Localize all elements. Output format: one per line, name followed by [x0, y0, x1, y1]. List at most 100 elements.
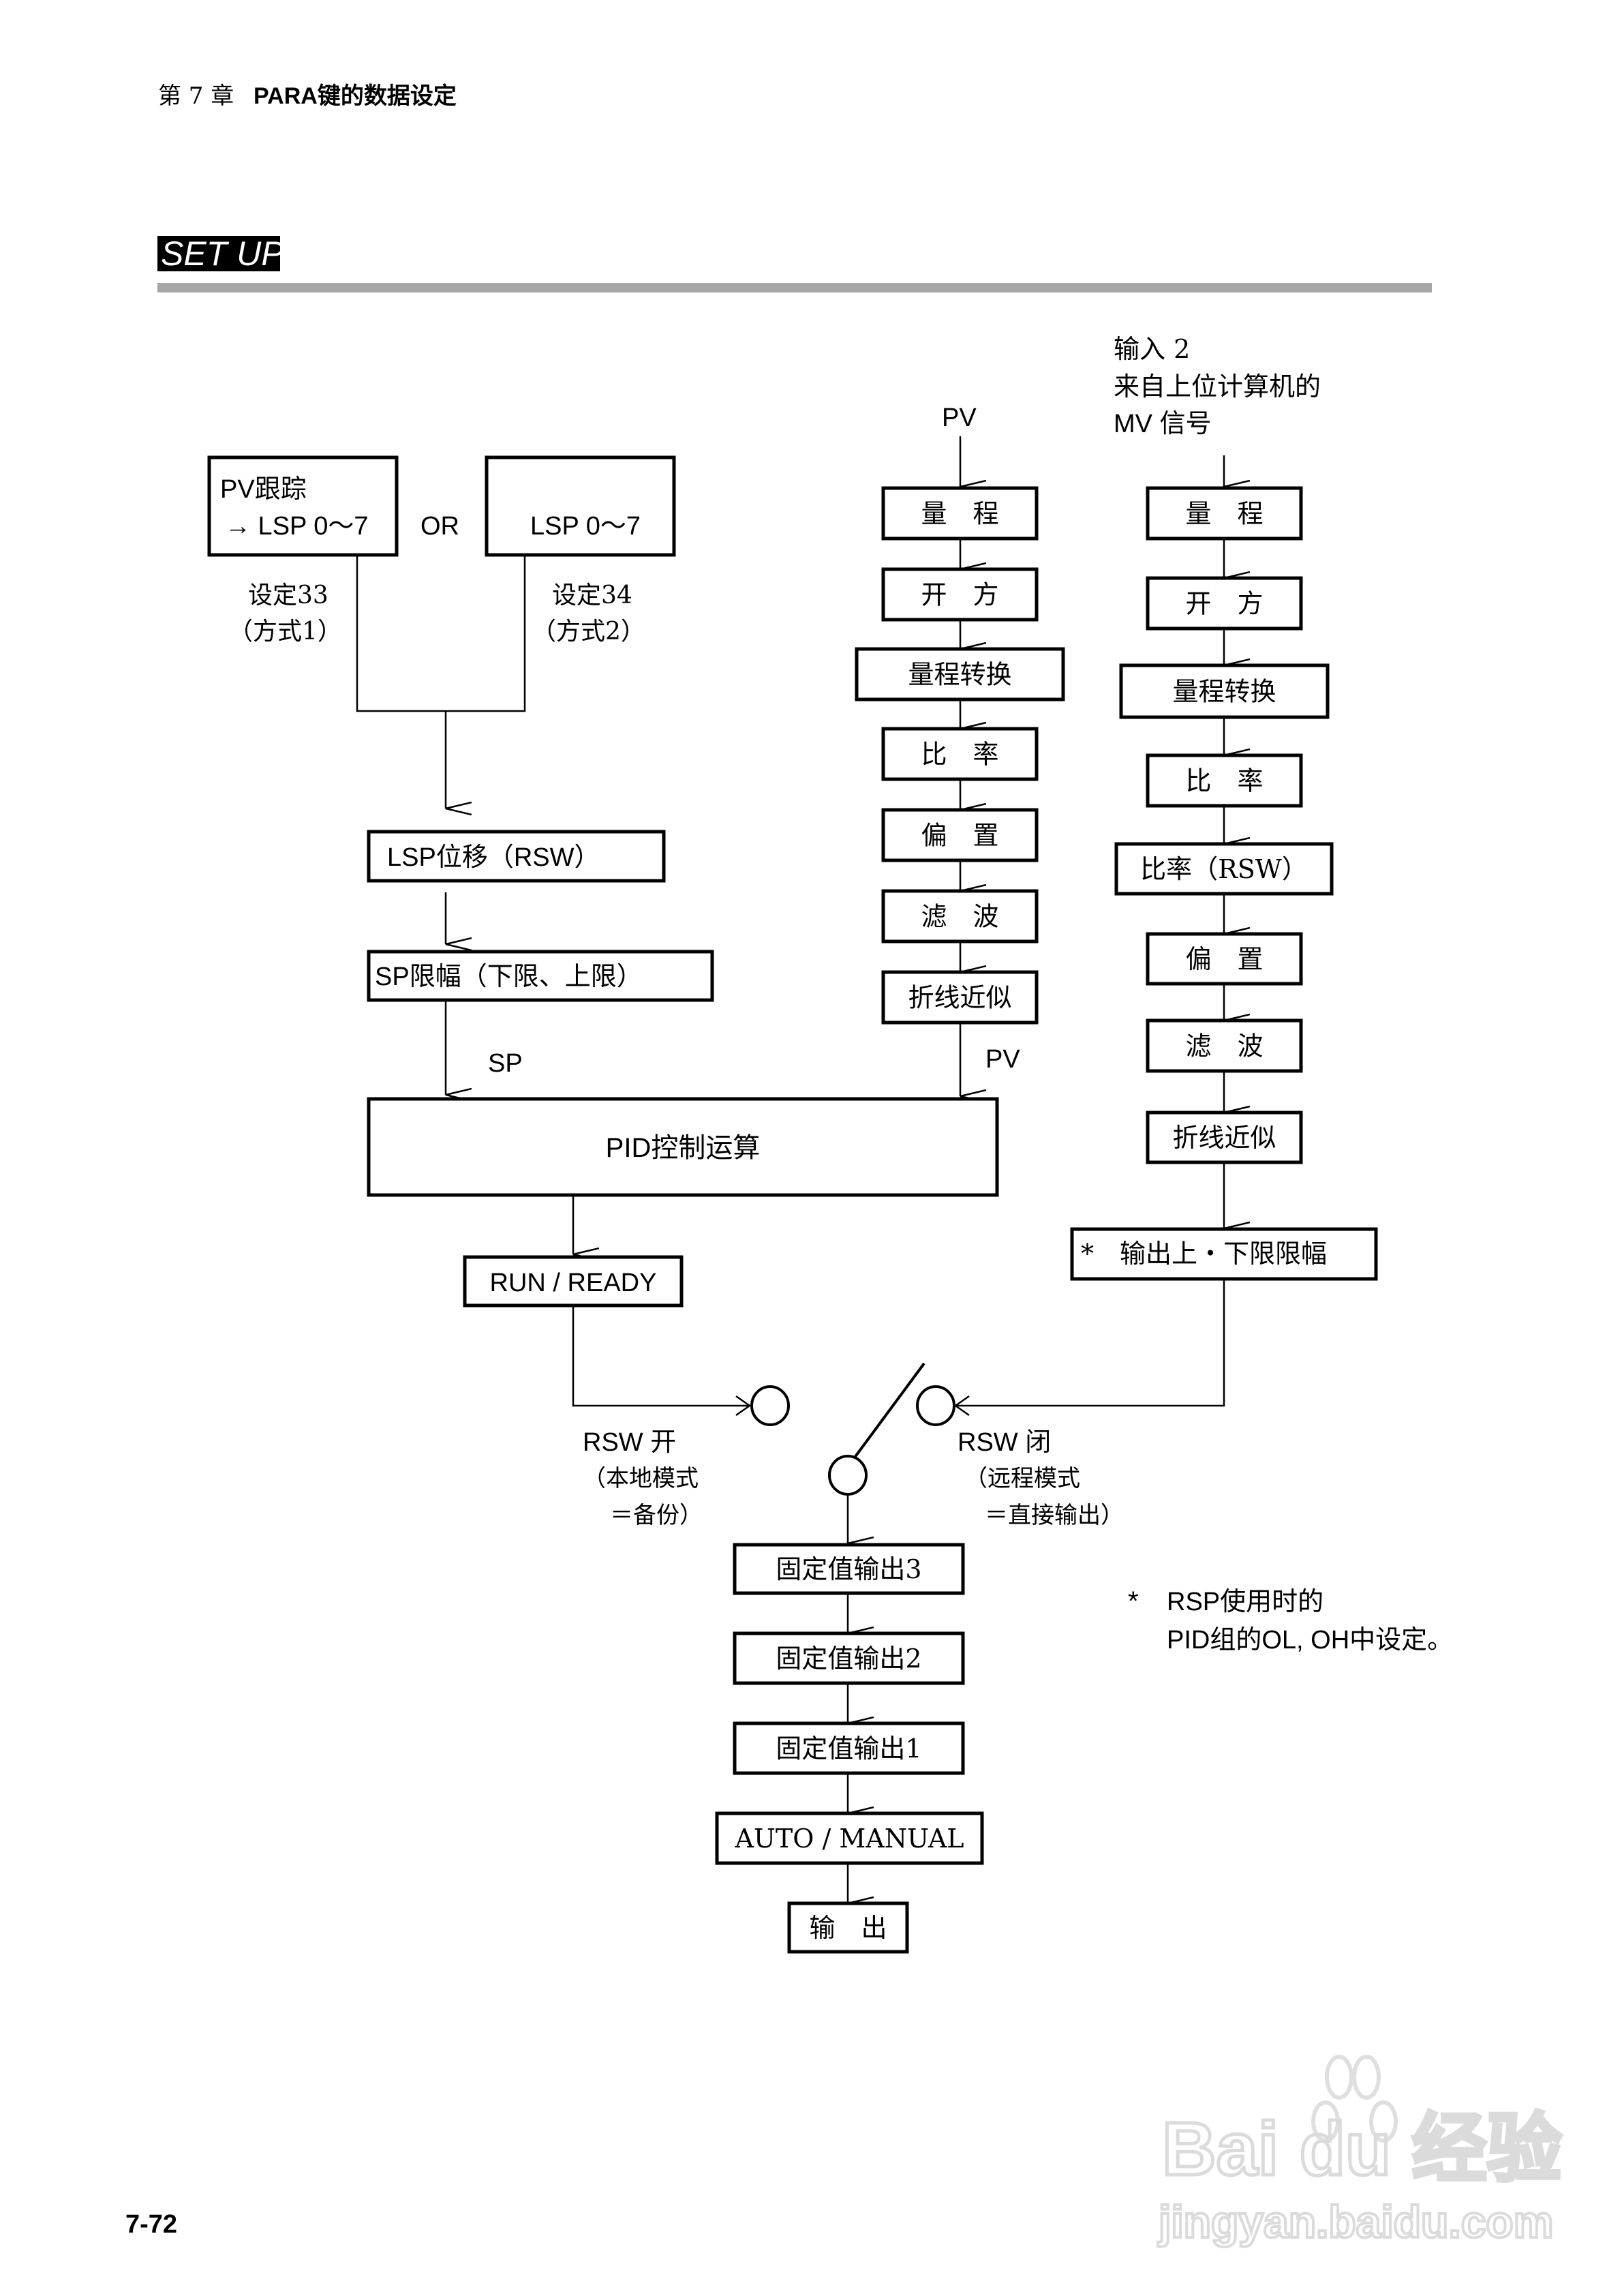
rsw-open-note-line2: ＝备份）	[610, 1502, 703, 1529]
output-step-label: AUTO / MANUAL	[734, 1824, 964, 1854]
output-step-box	[733, 1543, 965, 1595]
chapter-number: 第 7 章	[158, 82, 234, 110]
pv-step-box	[881, 970, 1039, 1025]
mv-step-label: 滤 波	[1185, 1031, 1263, 1061]
mv-step-label: 比率（RSW）	[1140, 854, 1308, 884]
output-step-box	[787, 1901, 909, 1954]
box-run-ready-label: RUN / READY	[490, 1269, 657, 1297]
rsw-open-note-line1: （本地模式	[583, 1465, 699, 1492]
mv-step-box	[1146, 753, 1303, 808]
setting-33-mode: （方式1）	[228, 618, 342, 646]
pv-input-label: PV	[942, 404, 977, 432]
pv-step-label: 量 程	[921, 499, 998, 529]
output-step-label: 固定值输出2	[776, 1644, 921, 1674]
watermark-brand: Bai du 经验	[1162, 2107, 1562, 2191]
mv-step-label: 量程转换	[1172, 677, 1276, 707]
pv-step-box	[855, 647, 1065, 701]
output-step-label: 固定值输出3	[776, 1554, 921, 1584]
connector-mv-to-switch	[955, 1279, 1225, 1407]
box-pid-control-label: PID控制运算	[606, 1133, 761, 1163]
pv-signal-label: PV	[985, 1045, 1020, 1074]
switch-contact-local	[750, 1385, 790, 1426]
rsw-open-label: RSW 开	[583, 1428, 676, 1457]
mv-step-box	[1146, 1111, 1303, 1164]
or-label: OR	[420, 512, 459, 541]
mv-step-box	[1146, 932, 1303, 986]
box-pv-tracking	[207, 455, 399, 557]
box-sp-limit	[367, 950, 714, 1002]
output-step-box	[733, 1721, 965, 1775]
box-lsp-label: LSP 0～7	[530, 512, 641, 541]
pv-step-label: 偏 置	[921, 821, 998, 851]
mv-step-label: 偏 置	[1185, 944, 1263, 974]
box-pv-tracking-line2: → LSP 0～7	[225, 512, 369, 541]
footnote-marker: *	[1128, 1586, 1139, 1616]
footnote-line1: RSP使用时的	[1167, 1588, 1323, 1616]
paw-icon	[1311, 2055, 1398, 2143]
box-pv-tracking-line1: PV跟踪	[220, 475, 307, 504]
section-divider	[157, 283, 1432, 292]
mv-input-line2: 来自上位计算机的	[1114, 372, 1321, 402]
section-label-bg	[157, 236, 280, 271]
pid-section: PID控制运算 RUN / READY	[367, 1097, 999, 1417]
sp-branch: PV跟踪 → LSP 0～7 OR LSP 0～7 设定33 （方式1） 设定3…	[207, 455, 714, 1095]
box-output-limit-label: * 输出上・下限限幅	[1081, 1239, 1327, 1269]
mv-step-box	[1114, 842, 1334, 896]
pv-step-label: 滤 波	[921, 902, 998, 932]
output-step-box	[715, 1811, 984, 1865]
section-label: SET UP	[161, 235, 284, 273]
baidu-watermark: Bai du 经验 jingyan.baidu.com	[1156, 2055, 1563, 2248]
arrowhead-pid-to-switch	[735, 1395, 752, 1417]
section-heading: SET UP	[157, 235, 1432, 292]
pv-step-box	[881, 889, 1039, 943]
box-lsp-shift	[367, 830, 666, 883]
page-header: 第 7 章 PARA键的数据设定	[158, 82, 457, 110]
setting-34-label: 设定34	[552, 581, 632, 609]
box-lsp	[485, 455, 676, 557]
setting-33-label: 设定33	[248, 581, 328, 609]
mv-step-box	[1146, 486, 1303, 541]
pv-step-box	[881, 486, 1039, 541]
output-step-label: 固定值输出1	[776, 1734, 921, 1764]
pv-step-box	[881, 567, 1039, 622]
switch-contact-remote	[916, 1385, 955, 1426]
box-pid-control	[367, 1097, 999, 1197]
pv-step-label: 折线近似	[908, 983, 1011, 1013]
pv-step-label: 比 率	[921, 740, 998, 770]
pv-step-label: 量程转换	[908, 660, 1011, 690]
mv-step-label: 开 方	[1185, 589, 1263, 619]
mv-step-label: 折线近似	[1172, 1123, 1276, 1153]
output-step-box	[733, 1631, 965, 1685]
footnote-line2: PID组的OL, OH中设定。	[1167, 1626, 1453, 1655]
box-sp-limit-label: SP限幅（下限、上限）	[375, 963, 643, 991]
merge-connector	[356, 555, 526, 712]
chapter-title: PARA键的数据设定	[254, 83, 457, 109]
rsw-switch: RSW 开 （本地模式 ＝备份） RSW 闭 （远程模式 ＝直接输出）	[583, 1362, 1124, 1543]
setting-34-mode: （方式2）	[532, 618, 645, 646]
rsw-closed-note-line2: ＝直接输出）	[985, 1502, 1124, 1529]
mv-input-line1: 输入 2	[1114, 334, 1190, 364]
sp-signal-label: SP	[488, 1049, 523, 1078]
mv-input-line3: MV 信号	[1114, 410, 1212, 438]
switch-common-contact	[828, 1455, 868, 1496]
pv-step-label: 开 方	[921, 580, 998, 610]
page-number: 7-72	[125, 2210, 177, 2239]
rsw-closed-label: RSW 闭	[958, 1428, 1051, 1457]
output-step-label: 输 出	[809, 1913, 887, 1943]
mv-step-label: 量 程	[1185, 499, 1263, 529]
rsw-closed-note-line1: （远程模式	[964, 1465, 1080, 1492]
pv-step-box	[881, 808, 1039, 862]
mv-step-box	[1119, 663, 1330, 719]
watermark-url: jingyan.baidu.com	[1157, 2196, 1553, 2247]
mv-step-label: 比 率	[1185, 766, 1263, 796]
box-run-ready	[463, 1255, 684, 1308]
switch-lever	[853, 1362, 925, 1459]
box-lsp-shift-label: LSP位移（RSW）	[387, 843, 600, 872]
footnote: * RSP使用时的 PID组的OL, OH中设定。	[1128, 1586, 1453, 1655]
